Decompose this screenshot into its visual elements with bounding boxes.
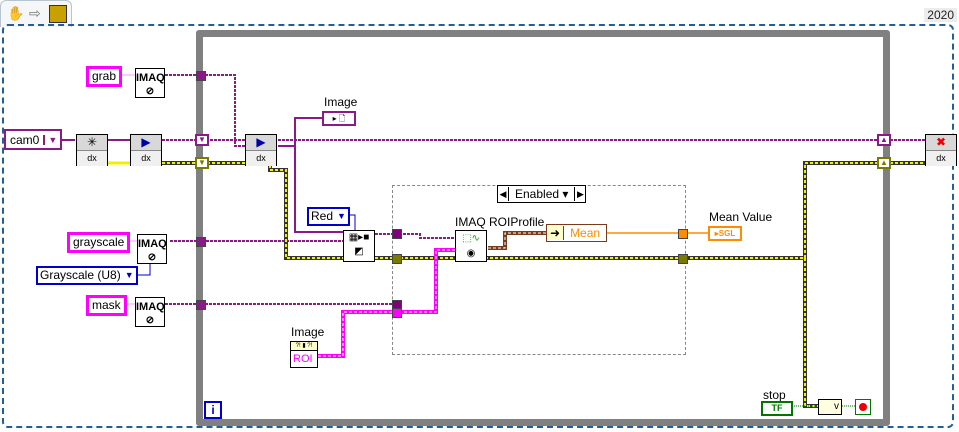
imaq-create-grab[interactable]: IMAQ⊘ xyxy=(135,68,165,98)
image-indicator-label: Image xyxy=(324,95,358,109)
configure-icon: ▶ xyxy=(131,135,161,151)
case-selector-label[interactable]: Enabled ▾ xyxy=(508,187,576,201)
image-roi-control[interactable]: ?! ▮ ?! ROI xyxy=(290,341,318,368)
tunnel-grayscale xyxy=(196,237,206,247)
image-type-ring[interactable]: Grayscale (U8)▼ xyxy=(36,266,138,285)
shift-register-right-session: ▲ xyxy=(877,134,891,146)
or-function[interactable]: v xyxy=(818,399,842,415)
shift-register-left-session: ▼ xyxy=(195,134,209,146)
rgb-icon: ◩ xyxy=(354,246,364,257)
mean-value-label: Mean Value xyxy=(709,210,773,224)
stop-control[interactable]: TF xyxy=(761,401,793,416)
dropdown-icon: ▼ xyxy=(337,211,346,221)
imaqdx-grab[interactable]: ▶dx xyxy=(245,134,277,166)
dd-tunnel-image xyxy=(392,229,402,239)
mask-constant[interactable]: mask xyxy=(86,295,127,316)
grayscale-constant[interactable]: grayscale xyxy=(67,232,131,253)
dropdown-icon[interactable]: ▼ xyxy=(43,134,60,145)
imaqdx-configure-grab[interactable]: ▶dx xyxy=(130,134,162,166)
arrow-icon[interactable]: ⇨ xyxy=(29,5,41,21)
imaqdx-open-camera[interactable]: ✳dx xyxy=(76,134,108,166)
camera-control[interactable]: cam0 ▼ xyxy=(4,129,63,150)
imaq-extract-color-plane[interactable]: ▦▸■ ◩ xyxy=(343,230,375,262)
imaqdx-close-camera[interactable]: ✖dx xyxy=(925,134,957,166)
color-plane-icon: ▦▸■ xyxy=(348,232,370,243)
grab-constant[interactable]: grab xyxy=(86,66,123,87)
roi-profile-icon: ⬚∿ xyxy=(462,233,480,244)
vi-icon[interactable] xyxy=(49,5,67,23)
mean-value-indicator[interactable]: ▸SGL xyxy=(708,226,742,241)
image-roi-label: Image xyxy=(291,325,325,339)
dd-tunnel-roi xyxy=(392,308,402,318)
next-case-icon[interactable]: ▶ xyxy=(576,188,584,199)
imaq-create-grayscale[interactable]: IMAQ⊘ xyxy=(137,234,167,264)
dd-tunnel-mean xyxy=(678,229,688,239)
dd-tunnel-error xyxy=(392,254,402,264)
wire-profile xyxy=(488,232,546,249)
shift-register-left-error: ▼ xyxy=(195,157,209,169)
diagram-disable-structure xyxy=(392,185,686,355)
stop-label: stop xyxy=(763,388,786,402)
roi-profile-label: IMAQ ROIProfile xyxy=(455,215,545,229)
grab-icon: ▶ xyxy=(246,135,276,151)
tunnel-grab xyxy=(196,71,206,81)
prev-case-icon[interactable]: ◀ xyxy=(499,188,507,199)
imaq-create-mask[interactable]: IMAQ⊘ xyxy=(135,297,165,327)
outer-frame xyxy=(2,24,954,428)
close-icon: ✖ xyxy=(926,135,956,151)
shift-register-right-error: ▲ xyxy=(877,157,891,169)
stop-icon xyxy=(859,403,867,411)
record-icon: ◉ xyxy=(466,248,476,259)
unbundle-arrow-icon: ➜ xyxy=(547,226,565,240)
image-indicator[interactable]: ▸ 🗋 xyxy=(322,111,356,126)
iteration-terminal: i xyxy=(204,401,222,419)
roi-header-icon: ?! ▮ ?! xyxy=(291,342,317,351)
toolbar: ✋ ⇨ xyxy=(0,0,72,27)
while-loop xyxy=(196,30,890,426)
wire-image-ind xyxy=(278,117,322,147)
wire-roi xyxy=(318,249,455,357)
dropdown-icon: ▼ xyxy=(124,270,134,280)
case-selector[interactable]: ◀ Enabled ▾ ▶ xyxy=(497,185,587,203)
imaq-roi-profile[interactable]: ⬚∿ ◉ xyxy=(455,230,487,262)
loop-condition-terminal[interactable] xyxy=(855,399,871,415)
version-label: 2020 xyxy=(924,8,957,22)
open-icon: ✳ xyxy=(77,135,107,151)
unbundle-by-name[interactable]: ➜ Mean xyxy=(546,224,608,242)
dd-tunnel-error-out xyxy=(678,254,688,264)
color-plane-ring[interactable]: Red▼ xyxy=(307,207,350,226)
hand-icon[interactable]: ✋ xyxy=(7,5,25,21)
tunnel-mask xyxy=(196,300,206,310)
wire-image-down xyxy=(294,146,345,233)
